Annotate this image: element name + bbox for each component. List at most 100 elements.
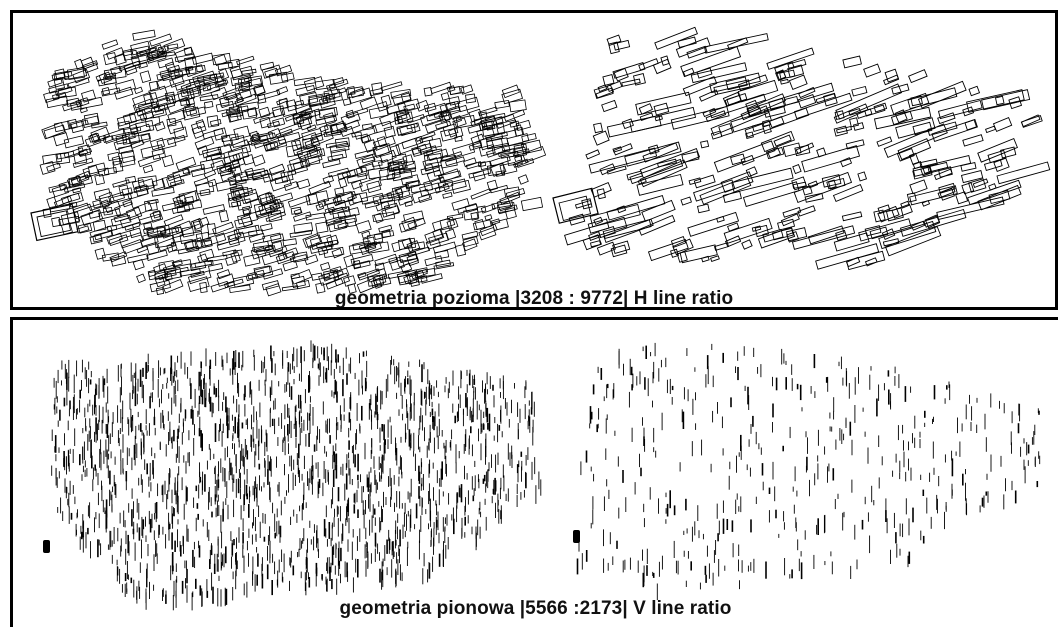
building-footprint-outline <box>968 85 981 97</box>
building-footprint-outline <box>416 275 428 283</box>
building-footprint-outline <box>137 175 158 188</box>
building-footprint-outline <box>109 65 123 76</box>
building-footprint-outline <box>193 220 202 232</box>
building-footprint-outline <box>372 135 396 151</box>
building-footprint-outline <box>215 179 238 192</box>
building-footprint-outline <box>654 115 663 122</box>
building-footprint-outline <box>132 29 156 41</box>
building-footprint-outline <box>400 92 412 103</box>
building-footprint-outline <box>422 157 440 172</box>
building-footprint-outline <box>484 214 493 221</box>
building-footprint-outline <box>210 159 225 171</box>
building-footprint-outline <box>305 212 326 221</box>
building-footprint-outline <box>277 252 288 262</box>
building-footprint-outline <box>232 274 255 288</box>
building-footprint-outline <box>981 89 1031 111</box>
building-footprint-outline <box>268 170 286 181</box>
building-footprint-outline <box>737 74 769 92</box>
building-footprint-outline <box>163 214 184 227</box>
building-footprint-outline <box>101 39 119 50</box>
building-footprint-outline <box>293 132 319 150</box>
building-footprint-outline <box>182 106 201 121</box>
building-footprint-outline <box>212 221 234 235</box>
building-footprint-outline <box>149 33 173 47</box>
building-footprint-outline <box>206 115 220 128</box>
building-footprint-outline <box>360 133 370 143</box>
building-footprint-outline <box>680 196 692 206</box>
building-footprint-outline <box>311 272 323 281</box>
building-footprint-outline <box>751 225 762 232</box>
building-footprint-outline <box>647 238 689 262</box>
building-footprint-outline <box>687 211 740 237</box>
building-footprint-outline <box>682 67 695 77</box>
building-footprint-outline <box>147 198 159 205</box>
building-footprint-outline <box>330 122 348 135</box>
building-footprint-outline <box>921 200 931 207</box>
building-footprint-outline <box>410 182 433 194</box>
building-footprint-outline <box>243 76 253 83</box>
building-footprint-outline <box>225 255 238 266</box>
building-footprint-outline <box>596 241 616 256</box>
building-footprint-outline <box>446 218 459 230</box>
building-footprint-outline <box>265 211 287 223</box>
building-footprint-outline <box>746 97 786 118</box>
building-footprint-outline <box>374 262 385 271</box>
building-footprint-outline <box>265 142 279 152</box>
building-footprint-outline <box>191 52 214 65</box>
building-footprint-outline <box>463 157 477 168</box>
building-footprint-outline <box>290 268 313 285</box>
building-footprint-outline <box>195 231 210 243</box>
building-footprint-outline <box>396 123 416 136</box>
building-footprint-outline <box>236 198 253 211</box>
building-footprint-outline <box>245 273 259 282</box>
building-footprint-outline <box>43 90 60 103</box>
building-footprint-outline <box>389 259 405 271</box>
building-footprint-outline <box>381 230 391 238</box>
building-footprint-outline <box>771 227 794 241</box>
building-footprint-outline <box>769 116 785 129</box>
building-footprint-outline <box>391 238 413 253</box>
tower-mark <box>43 540 50 553</box>
building-footprint-outline <box>386 173 396 181</box>
building-footprint-outline <box>558 195 592 222</box>
building-footprint-outline <box>590 182 612 198</box>
building-footprint-outline <box>39 161 56 175</box>
building-footprint-outline <box>474 219 486 231</box>
building-footprint-outline <box>472 170 486 182</box>
building-footprint-outline <box>324 241 334 248</box>
building-footprint-outline <box>180 85 202 98</box>
building-footprint-outline <box>281 104 298 117</box>
building-footprint-outline <box>148 85 168 101</box>
building-footprint-outline <box>259 223 273 232</box>
building-footprint-outline <box>92 234 103 243</box>
building-footprint-outline <box>352 260 362 269</box>
building-footprint-outline <box>149 279 171 293</box>
building-footprint-outline <box>230 74 252 87</box>
building-footprint-outline <box>113 86 134 100</box>
building-footprint-outline <box>285 144 303 158</box>
building-footprint-outline <box>369 88 384 97</box>
building-footprint-outline <box>624 141 682 167</box>
building-footprint-outline <box>931 118 978 142</box>
building-footprint-outline <box>253 203 264 213</box>
building-footprint-outline <box>383 125 396 139</box>
building-footprint-outline <box>595 87 615 99</box>
building-footprint-outline <box>858 218 912 242</box>
building-footprint-outline <box>972 178 989 188</box>
building-footprint-outline <box>227 58 241 69</box>
building-footprint-outline <box>166 93 177 105</box>
building-footprint-outline <box>638 214 676 236</box>
building-footprint-outline <box>52 91 67 100</box>
building-footprint-outline <box>602 74 615 86</box>
building-footprint-outline <box>378 224 393 233</box>
building-footprint-outline <box>257 89 281 101</box>
building-footprint-outline <box>442 178 467 193</box>
building-footprint-outline <box>132 258 145 271</box>
building-footprint-outline <box>151 186 175 197</box>
building-footprint-outline <box>294 99 305 107</box>
building-footprint-outline <box>398 220 417 233</box>
building-footprint-outline <box>325 278 344 290</box>
building-footprint-outline <box>268 245 288 258</box>
building-footprint-outline <box>272 117 286 128</box>
building-footprint-outline <box>766 47 815 70</box>
